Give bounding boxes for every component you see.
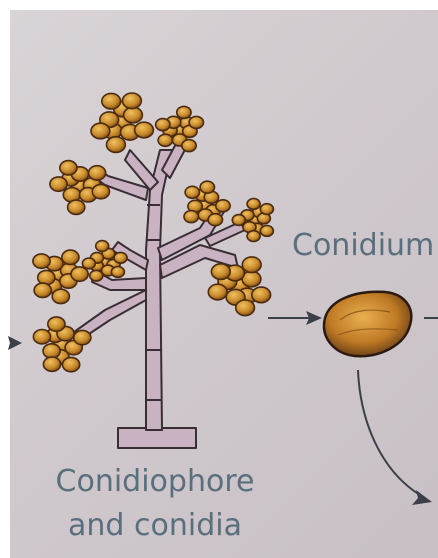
spore: [200, 181, 214, 193]
spore: [74, 330, 91, 344]
spore: [102, 93, 121, 109]
spore: [208, 284, 227, 300]
spore: [135, 122, 154, 138]
spore: [242, 257, 261, 273]
spore: [260, 226, 273, 237]
conidium-spore: [324, 292, 411, 356]
spore: [122, 93, 141, 109]
spore: [111, 267, 124, 278]
spore: [34, 283, 51, 297]
spore: [185, 186, 199, 198]
spore: [247, 231, 260, 242]
spore: [189, 116, 203, 128]
conidiophore-label: Conidiophore and conidia: [40, 460, 270, 548]
spore: [33, 254, 50, 268]
spore: [63, 357, 80, 371]
spore: [236, 300, 255, 316]
spore: [182, 140, 196, 152]
spore: [107, 137, 126, 153]
spore: [216, 200, 230, 212]
spore: [177, 106, 191, 118]
spore: [158, 134, 172, 146]
curved-arrow-down: [358, 370, 420, 495]
arrowhead-left-incoming: [8, 336, 22, 350]
spore-cluster: [50, 161, 110, 215]
spore: [60, 161, 77, 175]
conidiophore-label-line2: and conidia: [40, 504, 270, 548]
spore: [68, 200, 85, 214]
spore: [96, 241, 109, 252]
spore-cluster: [33, 250, 88, 303]
spore: [50, 177, 67, 191]
spore: [71, 267, 88, 281]
spore-cluster: [208, 257, 270, 316]
spore: [92, 184, 109, 198]
spore-cluster: [232, 199, 273, 242]
spore: [260, 204, 273, 215]
spore: [156, 119, 170, 131]
spore: [82, 258, 95, 269]
spore-cluster: [184, 181, 230, 226]
spore: [91, 123, 110, 139]
spore: [247, 199, 260, 210]
spore: [114, 252, 127, 263]
spore: [90, 270, 103, 281]
spore: [211, 264, 230, 280]
conidiophore-label-line1: Conidiophore: [40, 460, 270, 504]
spore: [62, 250, 79, 264]
spore: [52, 289, 69, 303]
spore-cluster: [156, 106, 204, 151]
spore: [208, 214, 222, 226]
spore: [43, 357, 60, 371]
spore: [48, 317, 65, 331]
conidium-label: Conidium: [292, 228, 434, 263]
spore-cluster: [91, 93, 153, 152]
spore: [252, 287, 271, 303]
spore: [43, 344, 60, 358]
spore: [124, 107, 143, 123]
spore: [232, 215, 245, 226]
spore: [89, 166, 106, 180]
spore: [184, 211, 198, 223]
spore: [33, 330, 50, 344]
